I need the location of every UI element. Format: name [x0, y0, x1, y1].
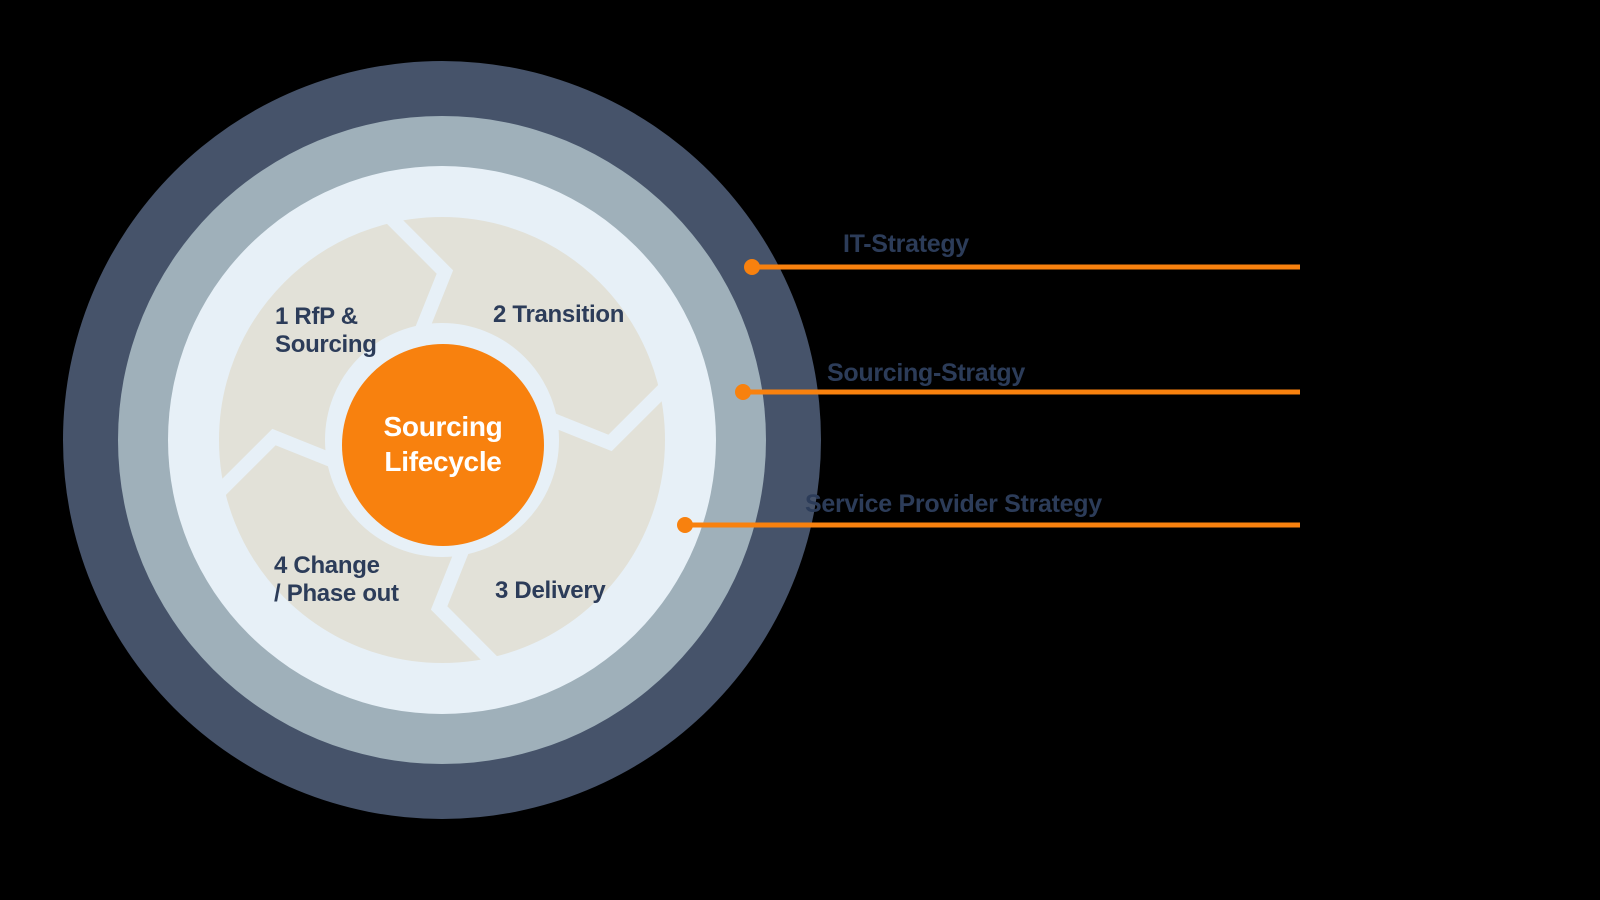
callout-dot — [735, 384, 751, 400]
segment-4-label-line1: 4 Change — [274, 552, 380, 579]
callout-sourcing-strategy: Sourcing-Stratgy — [735, 359, 1300, 400]
callout-label-service-provider-strategy: Service Provider Strategy — [805, 490, 1102, 518]
center-hub-label-line1: Sourcing — [384, 411, 503, 442]
segment-2-label: 2 Transition — [493, 301, 624, 328]
callout-label-it-strategy: IT-Strategy — [843, 230, 969, 258]
center-hub-circle — [342, 344, 544, 546]
callout-dot — [677, 517, 693, 533]
center-hub-label-line2: Lifecycle — [384, 446, 501, 477]
segment-1-label-line1: 1 RfP & — [275, 303, 358, 330]
segment-1-label-line2: Sourcing — [275, 331, 377, 358]
cycle-gap-left-chevron — [203, 428, 363, 508]
segment-3-label: 3 Delivery — [495, 577, 606, 604]
cycle-gap-bottom-chevron — [430, 519, 510, 679]
callout-dot — [744, 259, 760, 275]
cycle-gap-right-chevron — [521, 372, 681, 452]
segment-4-label-line2: / Phase out — [274, 580, 399, 607]
callout-label-sourcing-strategy: Sourcing-Stratgy — [827, 359, 1025, 387]
callout-service-provider-strategy: Service Provider Strategy — [677, 490, 1300, 533]
callout-it-strategy: IT-Strategy — [744, 230, 1300, 275]
cycle-gap-top-chevron — [374, 201, 454, 361]
